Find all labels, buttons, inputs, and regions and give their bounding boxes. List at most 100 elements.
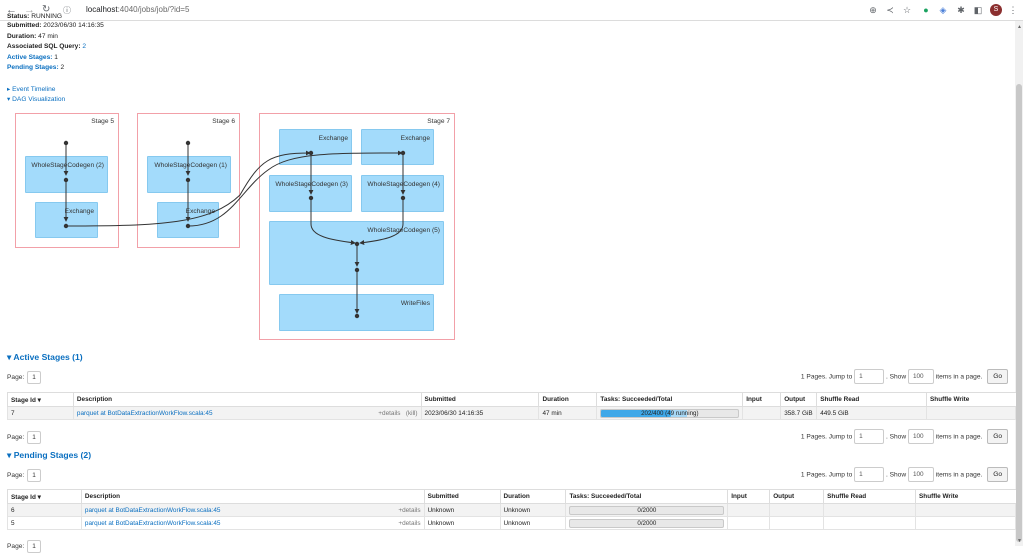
- pending-page-size-input[interactable]: 100: [907, 467, 934, 482]
- pending-jump-input[interactable]: 1: [854, 467, 885, 482]
- active-page-1-bottom[interactable]: 1: [27, 431, 41, 444]
- dag-node-wholestagecodegen-5[interactable]: WholeStageCodegen (5): [269, 221, 444, 285]
- active-pager-controls: 1 Pages. Jump to 1 . Show 100 items in a…: [801, 369, 1008, 384]
- kill-link[interactable]: (kill): [405, 409, 418, 417]
- col-stage-id[interactable]: Stage Id ▾: [7, 392, 74, 407]
- pending-stages-line[interactable]: Pending Stages: 2: [7, 64, 65, 72]
- col-stage-id[interactable]: Stage Id ▾: [7, 489, 82, 504]
- back-icon[interactable]: ←: [6, 4, 17, 16]
- input-cell: [727, 503, 771, 517]
- active-page-size-input-bottom[interactable]: 100: [907, 429, 934, 444]
- active-page-size-input[interactable]: 100: [907, 369, 934, 384]
- dag-node-exchange-stage5[interactable]: Exchange: [35, 202, 98, 238]
- dag-node-exchange-a[interactable]: Exchange: [279, 129, 352, 165]
- col-shuffle-write[interactable]: Shuffle Write: [915, 489, 1016, 504]
- active-jump-input[interactable]: 1: [854, 369, 885, 384]
- shuffle-read-cell: [823, 503, 917, 517]
- active-jump-input-bottom[interactable]: 1: [854, 429, 885, 444]
- active-pager: Page:1: [7, 371, 41, 384]
- col-input[interactable]: Input: [727, 489, 770, 504]
- scrollbar-thumb[interactable]: [1016, 84, 1022, 542]
- col-output[interactable]: Output: [769, 489, 824, 504]
- stage-5-label: Stage 5: [91, 118, 114, 125]
- share-icon[interactable]: ≺: [886, 5, 894, 15]
- side-panel-icon[interactable]: ◧: [973, 5, 983, 15]
- bookmark-star-icon[interactable]: ☆: [902, 5, 912, 15]
- event-timeline-toggle[interactable]: ▸ Event Timeline: [7, 86, 56, 93]
- dag-node-exchange-b[interactable]: Exchange: [361, 129, 434, 165]
- description-cell: parquet at BotDataExtractionWorkFlow.sca…: [72, 406, 422, 420]
- shuffle-read-cell: [823, 516, 917, 530]
- col-shuffle-read[interactable]: Shuffle Read: [823, 489, 916, 504]
- address-bar[interactable]: localhost:4040/jobs/job/?id=5: [86, 5, 190, 14]
- col-submitted[interactable]: Submitted: [423, 489, 500, 504]
- duration-cell: Unknown: [499, 516, 567, 530]
- stage-description-link[interactable]: parquet at BotDataExtractionWorkFlow.sca…: [84, 519, 221, 527]
- table-row: 5 parquet at BotDataExtractionWorkFlow.s…: [7, 516, 1016, 530]
- col-tasks[interactable]: Tasks: Succeeded/Total: [596, 392, 743, 407]
- scroll-up-icon[interactable]: ▲: [1017, 24, 1022, 30]
- pending-go-button[interactable]: Go: [987, 467, 1008, 482]
- active-go-button-bottom[interactable]: Go: [987, 429, 1008, 444]
- table-row: 6 parquet at BotDataExtractionWorkFlow.s…: [7, 503, 1016, 517]
- submitted-cell: Unknown: [423, 503, 501, 517]
- active-stages-header[interactable]: ▾ Active Stages (1): [7, 352, 83, 362]
- active-page-1[interactable]: 1: [27, 371, 41, 384]
- col-submitted[interactable]: Submitted: [420, 392, 539, 407]
- tasks-cell: 0/2000: [565, 516, 729, 530]
- forward-icon[interactable]: →: [24, 4, 35, 16]
- pending-page-1[interactable]: 1: [27, 469, 41, 482]
- scroll-down-icon[interactable]: ▼: [1017, 538, 1022, 544]
- dag-visualization-toggle[interactable]: ▾ DAG Visualization: [7, 96, 66, 103]
- pending-stages-header[interactable]: ▾ Pending Stages (2): [7, 450, 92, 460]
- extension-green-icon[interactable]: ●: [923, 5, 929, 15]
- dag-node-exchange-stage6[interactable]: Exchange: [157, 202, 219, 238]
- output-cell: [769, 503, 825, 517]
- zoom-icon[interactable]: ⊕: [869, 5, 877, 15]
- dag-node-wholestagecodegen-3[interactable]: WholeStageCodegen (3): [269, 175, 352, 212]
- tasks-progress-bar: 0/2000: [569, 518, 725, 528]
- menu-kebab-icon[interactable]: ⋮: [1008, 5, 1018, 15]
- dag-node-wholestagecodegen-1[interactable]: WholeStageCodegen (1): [147, 156, 231, 193]
- input-cell: [727, 516, 771, 530]
- tasks-progress-bar: 0/2000: [569, 505, 725, 515]
- shuffle-read-cell: 449.5 GiB: [816, 406, 928, 420]
- table-header-row: Stage Id ▾ Description Submitted Duratio…: [7, 489, 1016, 504]
- pending-page-1-bottom[interactable]: 1: [27, 540, 41, 553]
- col-output[interactable]: Output: [780, 392, 817, 407]
- details-link[interactable]: +details: [398, 519, 421, 527]
- col-duration[interactable]: Duration: [538, 392, 597, 407]
- col-duration[interactable]: Duration: [499, 489, 566, 504]
- sql-query-link[interactable]: 2: [82, 43, 87, 51]
- stage-6-label: Stage 6: [212, 118, 235, 125]
- col-description[interactable]: Description: [72, 392, 422, 407]
- active-stages-table: Stage Id ▾ Description Submitted Duratio…: [7, 392, 1016, 420]
- details-link[interactable]: +details: [378, 409, 401, 417]
- col-shuffle-write[interactable]: Shuffle Write: [926, 392, 1016, 407]
- table-header-row: Stage Id ▾ Description Submitted Duratio…: [7, 392, 1016, 407]
- dag-node-writefiles[interactable]: WriteFiles: [279, 294, 434, 331]
- col-description[interactable]: Description: [80, 489, 425, 504]
- page-scrollbar[interactable]: ▲ ▼: [1015, 21, 1023, 546]
- dag-node-wholestagecodegen-2[interactable]: WholeStageCodegen (2): [25, 156, 108, 193]
- active-stages-line[interactable]: Active Stages: 1: [7, 53, 58, 61]
- stage-description-link[interactable]: parquet at BotDataExtractionWorkFlow.sca…: [76, 409, 213, 417]
- description-cell: parquet at BotDataExtractionWorkFlow.sca…: [80, 503, 425, 517]
- reload-icon[interactable]: ↻: [42, 4, 51, 15]
- stage-description-link[interactable]: parquet at BotDataExtractionWorkFlow.sca…: [84, 506, 221, 514]
- tasks-cell: 0/2000: [565, 503, 729, 517]
- extensions-puzzle-icon[interactable]: ✱: [957, 5, 965, 15]
- col-tasks[interactable]: Tasks: Succeeded/Total: [565, 489, 728, 504]
- active-go-button[interactable]: Go: [987, 369, 1008, 384]
- details-link[interactable]: +details: [398, 506, 421, 514]
- output-cell: [769, 516, 825, 530]
- status-line: Status: RUNNING: [7, 13, 62, 20]
- col-input[interactable]: Input: [742, 392, 781, 407]
- output-cell: 358.7 GiB: [780, 406, 818, 420]
- duration-line: Duration: 47 min: [7, 32, 58, 40]
- extension-blue-icon[interactable]: ◈: [939, 5, 947, 15]
- info-icon[interactable]: ⓘ: [63, 6, 71, 15]
- col-shuffle-read[interactable]: Shuffle Read: [816, 392, 927, 407]
- dag-node-wholestagecodegen-4[interactable]: WholeStageCodegen (4): [361, 175, 444, 212]
- profile-avatar[interactable]: S: [990, 4, 1002, 16]
